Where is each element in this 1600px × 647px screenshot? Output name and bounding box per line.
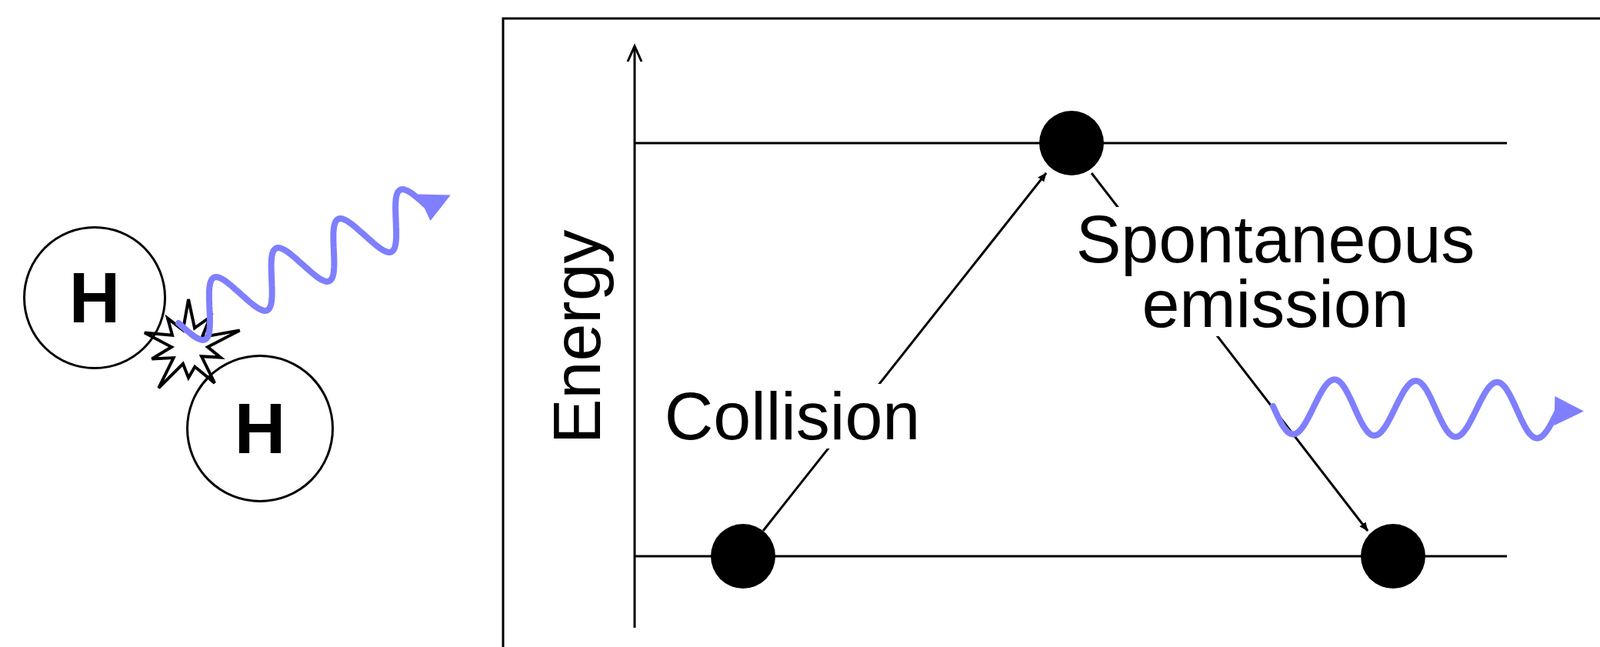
collision-starburst	[144, 299, 240, 388]
energy-axis	[633, 47, 637, 628]
atom-symbol: H	[234, 393, 286, 464]
process-label: Collision	[660, 383, 926, 449]
photon-arrowhead	[417, 194, 451, 221]
state-dot	[710, 523, 776, 589]
atom-circle: H	[186, 354, 334, 503]
photon-wave	[178, 189, 427, 340]
collision-arrow	[763, 173, 1047, 531]
photon-wave	[1273, 379, 1558, 438]
state-dot	[1039, 110, 1104, 176]
process-label: Spontaneous emission	[1071, 206, 1480, 336]
diagram-frame	[503, 18, 1600, 647]
axis-arrowhead	[627, 46, 642, 62]
state-dot	[1360, 523, 1426, 589]
axis-label: Energy	[543, 225, 609, 450]
photon-arrowhead	[1554, 396, 1584, 426]
atom-symbol: H	[69, 262, 120, 334]
atom-circle: H	[23, 226, 167, 370]
